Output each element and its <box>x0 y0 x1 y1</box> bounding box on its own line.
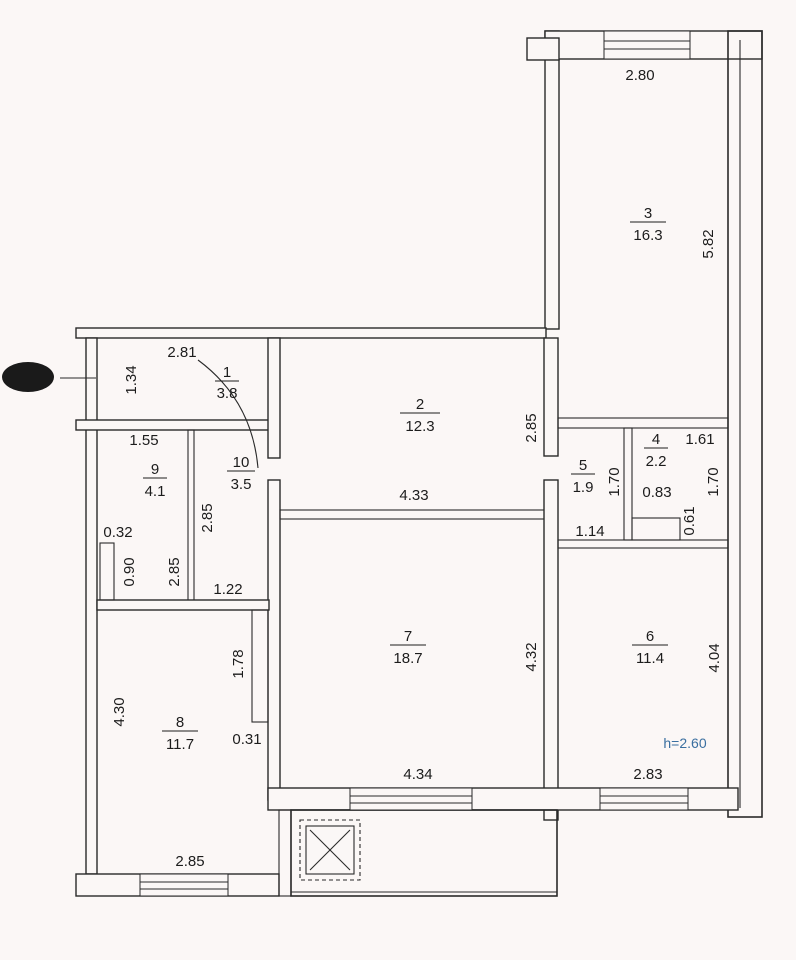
room-10-area: 3.5 <box>231 476 252 493</box>
room-10-number: 10 <box>233 454 250 471</box>
wall-room9-room10 <box>187 429 195 603</box>
dim-1-34: 1.34 <box>123 365 140 394</box>
wall-room3-south <box>557 417 729 429</box>
room-5-number: 5 <box>579 457 587 474</box>
dim-2-85-room8: 2.85 <box>175 853 204 870</box>
wall-room1-south <box>75 419 279 431</box>
wall-room5-room4 <box>623 427 633 541</box>
vent-cross-b <box>309 829 351 871</box>
room-3-number: 3 <box>644 205 652 222</box>
wall-central-upper <box>543 337 559 457</box>
room-4-area: 2.2 <box>646 453 667 470</box>
room-labels: 1 3.8 2 12.3 3 16.3 4 2.2 5 1.9 6 11.4 7… <box>143 205 668 753</box>
wall-east-outer <box>727 30 763 818</box>
dim-4-30: 4.30 <box>111 697 128 726</box>
room-9-number: 9 <box>151 461 159 478</box>
wall-room2-west-lower <box>267 479 281 801</box>
dim-4-32: 4.32 <box>523 642 540 671</box>
dim-0-32: 0.32 <box>103 524 132 541</box>
wall-room3-west <box>544 30 560 330</box>
room-9-area: 4.1 <box>145 483 166 500</box>
dim-1-61: 1.61 <box>685 431 714 448</box>
dim-1-55: 1.55 <box>129 432 158 449</box>
windows <box>139 30 691 897</box>
dim-2-83: 2.83 <box>633 766 662 783</box>
wall-room2-west-upper <box>267 337 281 459</box>
entry-marker-icon <box>2 362 54 392</box>
dim-0-83: 0.83 <box>642 484 671 501</box>
wall-north-main <box>75 327 547 339</box>
room-2-area: 12.3 <box>405 418 434 435</box>
dim-1-70-a: 1.70 <box>606 467 623 496</box>
wall-room6-north <box>557 539 729 549</box>
wall-west <box>85 337 98 875</box>
window-room8 <box>139 873 229 897</box>
niche-room9 <box>99 542 115 601</box>
room-1-area: 3.8 <box>217 385 238 402</box>
wall-room9-room8 <box>96 599 270 611</box>
dim-4-33: 4.33 <box>399 487 428 504</box>
dim-4-34: 4.34 <box>403 766 432 783</box>
dim-0-61: 0.61 <box>681 506 698 535</box>
dim-1-78: 1.78 <box>230 649 247 678</box>
room-6-area: 11.4 <box>636 650 664 667</box>
room-8-area: 11.7 <box>166 736 194 753</box>
room-6-number: 6 <box>646 628 654 645</box>
fixture-room4 <box>631 517 681 541</box>
balcony <box>290 809 558 897</box>
room-7-area: 18.7 <box>393 650 422 667</box>
wall-room2-room7 <box>279 509 547 520</box>
dim-2-85-room2: 2.85 <box>523 413 540 442</box>
room-3-area: 16.3 <box>633 227 662 244</box>
room-2-number: 2 <box>416 396 424 413</box>
wall-balcony-west <box>278 809 292 897</box>
dim-5-82: 5.82 <box>700 229 717 258</box>
vent-shaft <box>305 825 355 875</box>
dim-0-90: 0.90 <box>121 557 138 586</box>
dim-2-80: 2.80 <box>625 67 654 84</box>
window-room7 <box>349 787 473 811</box>
niche-room8 <box>251 609 269 723</box>
dim-2-81: 2.81 <box>167 344 196 361</box>
wall-central-lower <box>543 479 559 821</box>
window-room6 <box>599 787 689 811</box>
dim-1-22: 1.22 <box>213 581 242 598</box>
ceiling-height-label: h=2.60 <box>663 735 706 751</box>
room-7-number: 7 <box>404 628 412 645</box>
room-8-number: 8 <box>176 714 184 731</box>
vent-outline <box>299 819 361 881</box>
room-5-area: 1.9 <box>573 479 594 496</box>
dim-4-04: 4.04 <box>706 643 723 672</box>
wall-room3-nw-stub <box>526 37 560 61</box>
room-1-number: 1 <box>223 364 231 381</box>
window-room3 <box>603 30 691 60</box>
dimension-labels: 2.80 5.82 2.81 1.34 1.55 2.85 1.61 1.70 … <box>103 67 723 870</box>
dim-1-70-b: 1.70 <box>705 467 722 496</box>
room-4-number: 4 <box>652 431 660 448</box>
dim-2-85-room10: 2.85 <box>199 503 216 532</box>
dim-0-31: 0.31 <box>232 731 261 748</box>
door-arc-room1 <box>197 359 259 469</box>
dim-1-14: 1.14 <box>575 523 604 540</box>
dim-2-85-room9: 2.85 <box>166 557 183 586</box>
